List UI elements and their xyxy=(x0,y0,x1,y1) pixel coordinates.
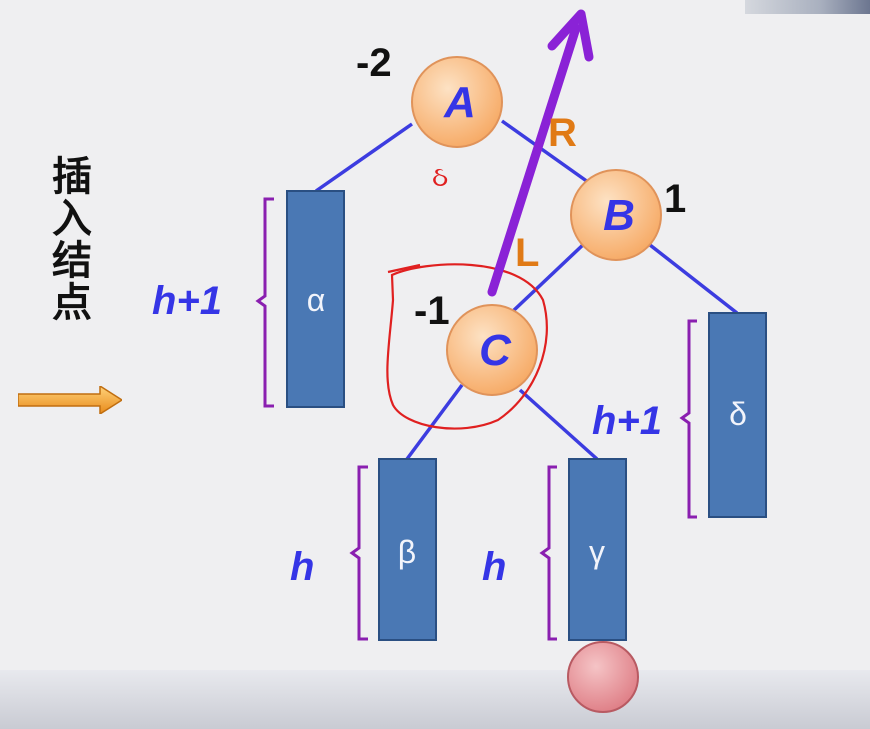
edge-b-c xyxy=(510,240,588,314)
camera-thumbnail xyxy=(745,0,870,14)
subtree-gamma-box xyxy=(568,458,627,641)
red-circle-tail xyxy=(387,263,421,274)
brace-beta xyxy=(349,465,368,641)
subtree-delta-label: δ xyxy=(729,396,747,432)
node-a xyxy=(411,56,503,148)
edge-a-alpha xyxy=(314,122,414,193)
subtree-gamma-label: γ xyxy=(589,534,605,570)
subtree-delta-box xyxy=(708,312,767,518)
subtree-alpha-label: α xyxy=(307,282,326,318)
balance-c: -1 xyxy=(414,289,450,333)
subtree-beta-label: β xyxy=(398,534,416,570)
height-alpha: h+1 xyxy=(152,279,222,323)
bottom-fade-bar xyxy=(0,670,870,729)
brace-alpha xyxy=(255,197,274,408)
rotation-arrow-shaft xyxy=(487,23,581,297)
inserted-node xyxy=(567,641,639,713)
rotation-label-r: R xyxy=(548,111,577,155)
edge-b-delta xyxy=(648,243,739,315)
annotation-glyph: ઠ xyxy=(432,161,448,192)
rotation-label-l: L xyxy=(515,231,539,275)
edge-a-b xyxy=(500,119,590,184)
node-b-label: B xyxy=(603,191,635,240)
subtree-beta-box xyxy=(378,458,437,641)
rotation-arrow-head xyxy=(547,9,594,62)
brace-delta xyxy=(679,319,697,519)
node-c-label: C xyxy=(479,326,512,375)
node-a-label: A xyxy=(443,78,476,127)
node-b xyxy=(570,169,662,261)
height-delta: h+1 xyxy=(592,399,662,443)
subtree-alpha-box xyxy=(286,190,345,408)
right-arrow-icon xyxy=(18,386,122,414)
height-gamma: h xyxy=(482,545,506,589)
edge-c-gamma xyxy=(518,388,599,461)
height-beta: h xyxy=(290,545,314,589)
balance-b: 1 xyxy=(664,177,686,221)
insert-node-label: 插入结点 xyxy=(45,155,91,323)
edge-c-beta xyxy=(405,383,464,461)
balance-a: -2 xyxy=(356,41,392,85)
brace-gamma xyxy=(539,465,557,641)
node-c xyxy=(446,304,538,396)
